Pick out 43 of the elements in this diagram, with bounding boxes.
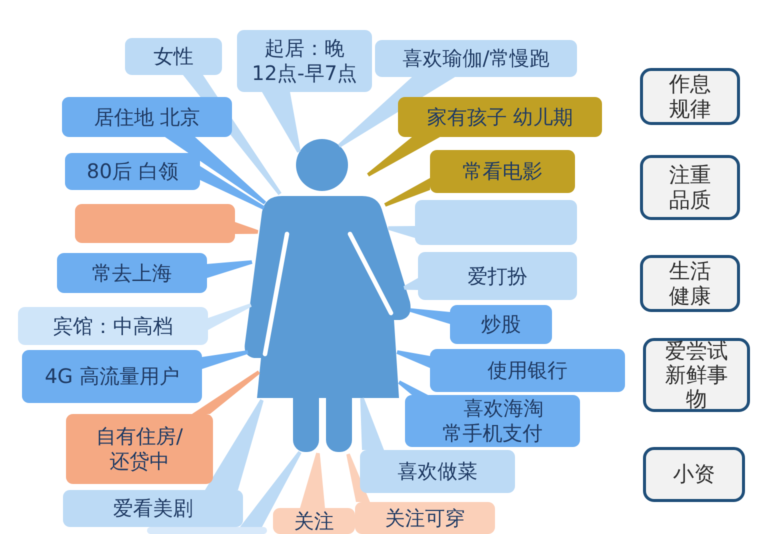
speech-bubble (75, 204, 235, 243)
speech-bubble: 自有住房/还贷中 (66, 414, 213, 484)
callout-tail (300, 452, 325, 508)
speech-bubble: 80后 白领 (65, 153, 200, 190)
callout-tail (262, 92, 301, 153)
trait-box: 爱尝试新鲜事物 (643, 338, 750, 412)
speech-bubble: 爱看美剧 (63, 490, 243, 527)
speech-bubble: 关注 (273, 508, 355, 534)
callout-tail (192, 370, 260, 414)
callout-tail (360, 398, 384, 450)
speech-bubble: 炒股 (450, 305, 552, 344)
speech-bubble: 女性 (125, 38, 222, 75)
speech-bubble: 爱打扮 (418, 252, 577, 300)
callout-tail (165, 137, 266, 204)
callout-tail (398, 380, 428, 395)
speech-bubble: 常去上海 (57, 253, 207, 293)
callout-tail (388, 226, 415, 238)
speech-bubble: 喜欢海淘常手机支付 (405, 395, 580, 447)
callout-tail (240, 451, 302, 527)
callout-tail (396, 350, 430, 368)
trait-box: 作息规律 (640, 68, 740, 125)
trait-box: 注重品质 (640, 155, 740, 220)
speech-bubble: 使用银行 (430, 349, 625, 392)
callout-tail (338, 77, 455, 148)
callout-tail (367, 137, 440, 176)
callout-tail (208, 303, 252, 330)
callout-tail (410, 308, 450, 324)
callout-tail (207, 260, 252, 278)
speech-bubble: 喜欢瑜伽/常慢跑 (375, 40, 577, 77)
callout-tail (384, 178, 430, 207)
callout-tail (235, 222, 258, 234)
callout-tail (346, 454, 370, 502)
speech-bubble (147, 527, 267, 534)
callout-tail (404, 278, 418, 290)
callout-tail (200, 166, 265, 210)
speech-bubble: 关注可穿 (355, 502, 495, 534)
trait-box: 小资 (643, 447, 745, 502)
callout-tail (205, 399, 264, 490)
speech-bubble (415, 200, 577, 245)
trait-box: 生活健康 (640, 255, 740, 312)
speech-bubble: 4G 高流量用户 (22, 350, 202, 403)
speech-bubble: 居住地 北京 (62, 97, 232, 137)
callout-tail (202, 350, 248, 369)
